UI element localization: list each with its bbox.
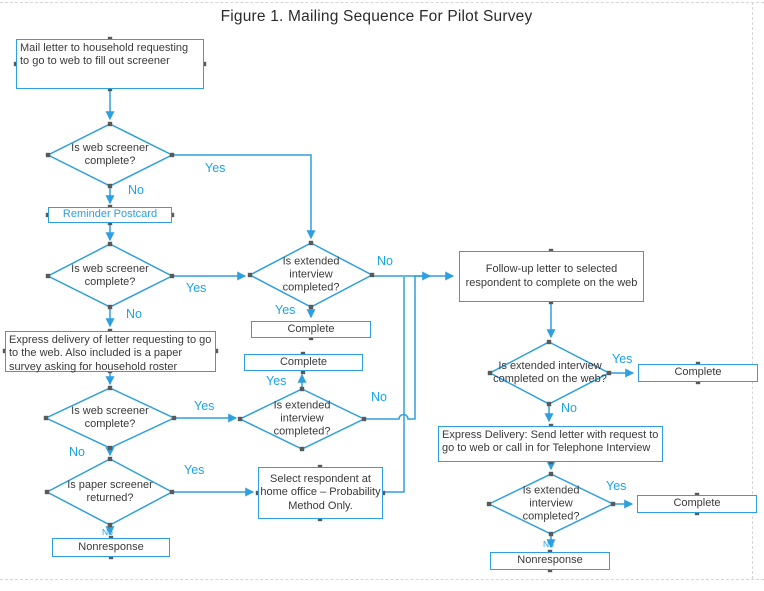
connection-handle[interactable] bbox=[2, 348, 8, 354]
connection-handle[interactable] bbox=[107, 86, 113, 92]
figure-title: Figure 1. Mailing Sequence For Pilot Sur… bbox=[220, 8, 533, 25]
connection-handle[interactable] bbox=[308, 335, 314, 341]
connection-handle[interactable] bbox=[45, 273, 51, 279]
connection-handle[interactable] bbox=[300, 369, 306, 375]
edge-label-yes-7: Yes bbox=[612, 352, 633, 366]
label-extended-interview-3: Is extended interview completed? bbox=[522, 484, 580, 523]
label-paper-screener: Is paper screener returned? bbox=[67, 479, 153, 504]
edge-label-yes-1: Yes bbox=[205, 161, 226, 175]
connection-handle[interactable] bbox=[548, 531, 554, 537]
connection-handle[interactable] bbox=[487, 370, 493, 376]
label-extended-interview-2: Is extended interview completed? bbox=[273, 399, 331, 438]
node-follow-up-letter[interactable]: Follow-up letter to selected respondent … bbox=[459, 251, 644, 302]
edge-label-no-5: No bbox=[371, 390, 387, 404]
connection-handle[interactable] bbox=[546, 339, 552, 345]
edge-label-yes-4: Yes bbox=[266, 374, 287, 388]
edge-ext2-no-to-followup bbox=[364, 271, 432, 420]
connection-handle[interactable] bbox=[317, 516, 323, 522]
node-mail-letter[interactable]: Mail letter to household requesting to g… bbox=[16, 39, 204, 89]
edge-label-yes-8: Yes bbox=[606, 479, 627, 493]
connection-handle[interactable] bbox=[694, 510, 700, 516]
node-complete-3[interactable]: Complete bbox=[638, 364, 758, 382]
connection-handle[interactable] bbox=[107, 220, 113, 226]
connection-handle[interactable] bbox=[548, 423, 554, 429]
connection-handle[interactable] bbox=[169, 489, 175, 495]
connection-handle[interactable] bbox=[107, 121, 113, 127]
connection-handle[interactable] bbox=[247, 272, 253, 278]
node-complete-1[interactable]: Complete bbox=[251, 321, 371, 338]
connection-handle[interactable] bbox=[606, 370, 612, 376]
connection-handle[interactable] bbox=[107, 304, 113, 310]
connection-handle[interactable] bbox=[369, 272, 375, 278]
node-reminder-postcard[interactable]: Reminder Postcard bbox=[48, 207, 172, 223]
connection-handle[interactable] bbox=[308, 240, 314, 246]
edge-label-no-1: No bbox=[128, 183, 144, 197]
connection-handle[interactable] bbox=[44, 489, 50, 495]
connection-handle[interactable] bbox=[107, 328, 113, 334]
connection-handle[interactable] bbox=[45, 152, 51, 158]
connection-handle[interactable] bbox=[169, 212, 175, 218]
page-boundary-right bbox=[752, 2, 753, 579]
connection-handle[interactable] bbox=[213, 348, 219, 354]
connection-handle[interactable] bbox=[107, 183, 113, 189]
page-boundary-bottom bbox=[0, 579, 764, 580]
connection-handle[interactable] bbox=[43, 415, 49, 421]
connection-handle[interactable] bbox=[169, 273, 175, 279]
connection-handle[interactable] bbox=[107, 385, 113, 391]
node-nonresponse-1[interactable]: Nonresponse bbox=[52, 538, 170, 557]
connection-handle[interactable] bbox=[380, 490, 386, 496]
connection-handle[interactable] bbox=[107, 241, 113, 247]
connection-handle[interactable] bbox=[299, 386, 305, 392]
label-web-screener-2: Is web screener complete? bbox=[71, 263, 149, 288]
connection-handle[interactable] bbox=[548, 471, 554, 477]
page-boundary-top bbox=[0, 2, 764, 3]
node-complete-4[interactable]: Complete bbox=[637, 495, 757, 513]
label-extended-interview-1: Is extended interview completed? bbox=[282, 255, 340, 294]
edge-label-no-6: No bbox=[102, 527, 113, 537]
connection-handle[interactable] bbox=[548, 459, 554, 465]
edge-label-no-8: No bbox=[543, 539, 554, 549]
node-express-delivery-2[interactable]: Express Delivery: Send letter with reque… bbox=[438, 426, 663, 462]
connection-handle[interactable] bbox=[107, 522, 113, 528]
connection-handle[interactable] bbox=[107, 456, 113, 462]
connection-handle[interactable] bbox=[694, 492, 700, 498]
node-select-respondent[interactable]: Select respondent at home office – Proba… bbox=[258, 467, 383, 519]
connection-handle[interactable] bbox=[237, 416, 243, 422]
connection-handle[interactable] bbox=[171, 415, 177, 421]
connection-handle[interactable] bbox=[547, 567, 553, 573]
edge-label-no-3: No bbox=[377, 254, 393, 268]
node-complete-2[interactable]: Complete bbox=[244, 354, 363, 371]
edge-web1-yes-to-ext1 bbox=[172, 154, 316, 240]
connection-handle[interactable] bbox=[546, 401, 552, 407]
node-express-delivery-1[interactable]: Express delivery of letter requesting to… bbox=[5, 331, 216, 373]
connection-handle[interactable] bbox=[201, 61, 207, 67]
connection-handle[interactable] bbox=[108, 554, 114, 560]
connection-handle[interactable] bbox=[695, 379, 701, 385]
label-extended-interview-web: Is extended interview completed on the w… bbox=[493, 360, 607, 385]
edge-label-yes-5: Yes bbox=[194, 399, 215, 413]
edge-label-yes-2: Yes bbox=[186, 281, 207, 295]
connection-handle[interactable] bbox=[308, 304, 314, 310]
label-web-screener-3: Is web screener complete? bbox=[71, 405, 149, 430]
connection-handle[interactable] bbox=[169, 152, 175, 158]
edge-label-yes-3: Yes bbox=[275, 303, 296, 317]
connection-handle[interactable] bbox=[695, 361, 701, 367]
connection-handle[interactable] bbox=[548, 299, 554, 305]
connection-handle[interactable] bbox=[107, 445, 113, 451]
edge-label-no-7: No bbox=[561, 401, 577, 415]
label-web-screener-1: Is web screener complete? bbox=[71, 142, 149, 167]
edge-label-no-2: No bbox=[126, 307, 142, 321]
connection-handle[interactable] bbox=[299, 446, 305, 452]
node-nonresponse-2[interactable]: Nonresponse bbox=[490, 552, 610, 570]
edge-select-to-followup bbox=[383, 277, 405, 493]
connection-handle[interactable] bbox=[610, 501, 616, 507]
connection-handle[interactable] bbox=[361, 416, 367, 422]
connection-handle[interactable] bbox=[486, 501, 492, 507]
edge-label-no-4: No bbox=[69, 445, 85, 459]
edge-label-yes-6: Yes bbox=[184, 463, 205, 477]
connection-handle[interactable] bbox=[300, 351, 306, 357]
connection-handle[interactable] bbox=[317, 464, 323, 470]
